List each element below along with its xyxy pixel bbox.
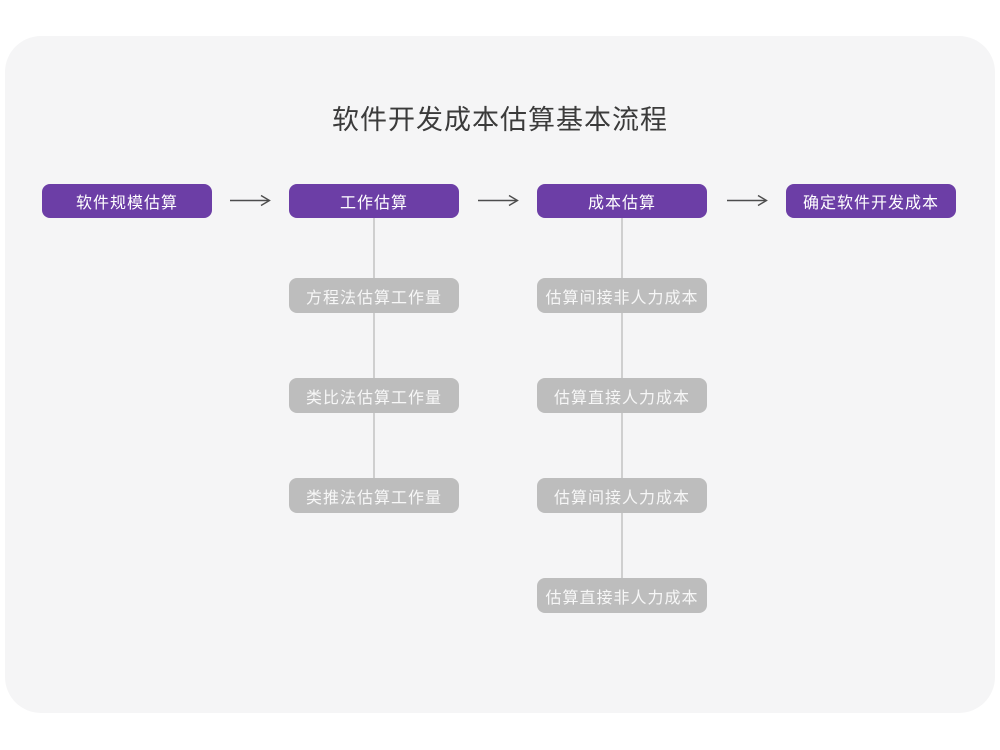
step-scale-estimation: 软件规模估算 [42,184,212,218]
sub-indirect-nonlabor-cost: 估算间接非人力成本 [537,278,707,313]
diagram-card [5,36,995,713]
sub-label: 估算间接非人力成本 [545,289,699,307]
step-cost-estimation: 成本估算 [537,184,707,218]
flow-arrow-icon [478,194,519,207]
step-label: 成本估算 [587,195,656,212]
sub-label: 方程法估算工作量 [305,289,442,307]
step-effort-estimation: 工作估算 [289,184,459,218]
step-label: 软件规模估算 [75,195,178,212]
flow-arrow-icon [727,194,768,207]
connector-line-effort [373,218,375,480]
sub-direct-nonlabor-cost: 估算直接非人力成本 [537,578,707,613]
step-determine-dev-cost: 确定软件开发成本 [786,184,956,218]
sub-label: 估算间接人力成本 [553,489,690,507]
sub-label: 类比法估算工作量 [305,389,442,407]
sub-label: 估算直接非人力成本 [545,589,699,607]
sub-direct-labor-cost: 估算直接人力成本 [537,378,707,413]
step-label: 确定软件开发成本 [802,195,939,212]
step-label: 工作估算 [339,195,408,212]
sub-extrapolation-method: 类推法估算工作量 [289,478,459,513]
sub-label: 估算直接人力成本 [553,389,690,407]
diagram-title: 软件开发成本估算基本流程 [332,105,668,135]
flow-arrow-icon [230,194,271,207]
sub-equation-method: 方程法估算工作量 [289,278,459,313]
sub-label: 类推法估算工作量 [305,489,442,507]
sub-analogy-method: 类比法估算工作量 [289,378,459,413]
sub-indirect-labor-cost: 估算间接人力成本 [537,478,707,513]
